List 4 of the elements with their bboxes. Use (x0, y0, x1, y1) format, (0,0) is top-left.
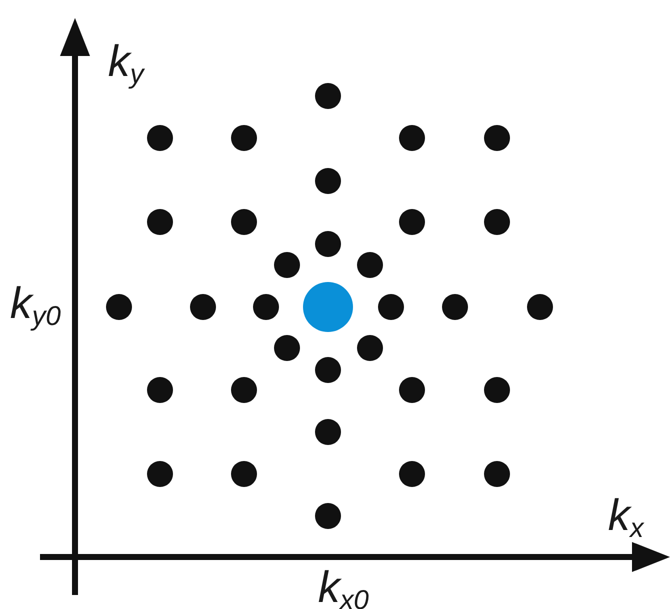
axis-label: k$_{y0}$ (10, 282, 61, 330)
axis-label: k$_{x}$ (608, 494, 644, 542)
axis-label: k$_{y}$ (108, 40, 144, 88)
axis-label: k$_{x0}$ (318, 566, 369, 609)
